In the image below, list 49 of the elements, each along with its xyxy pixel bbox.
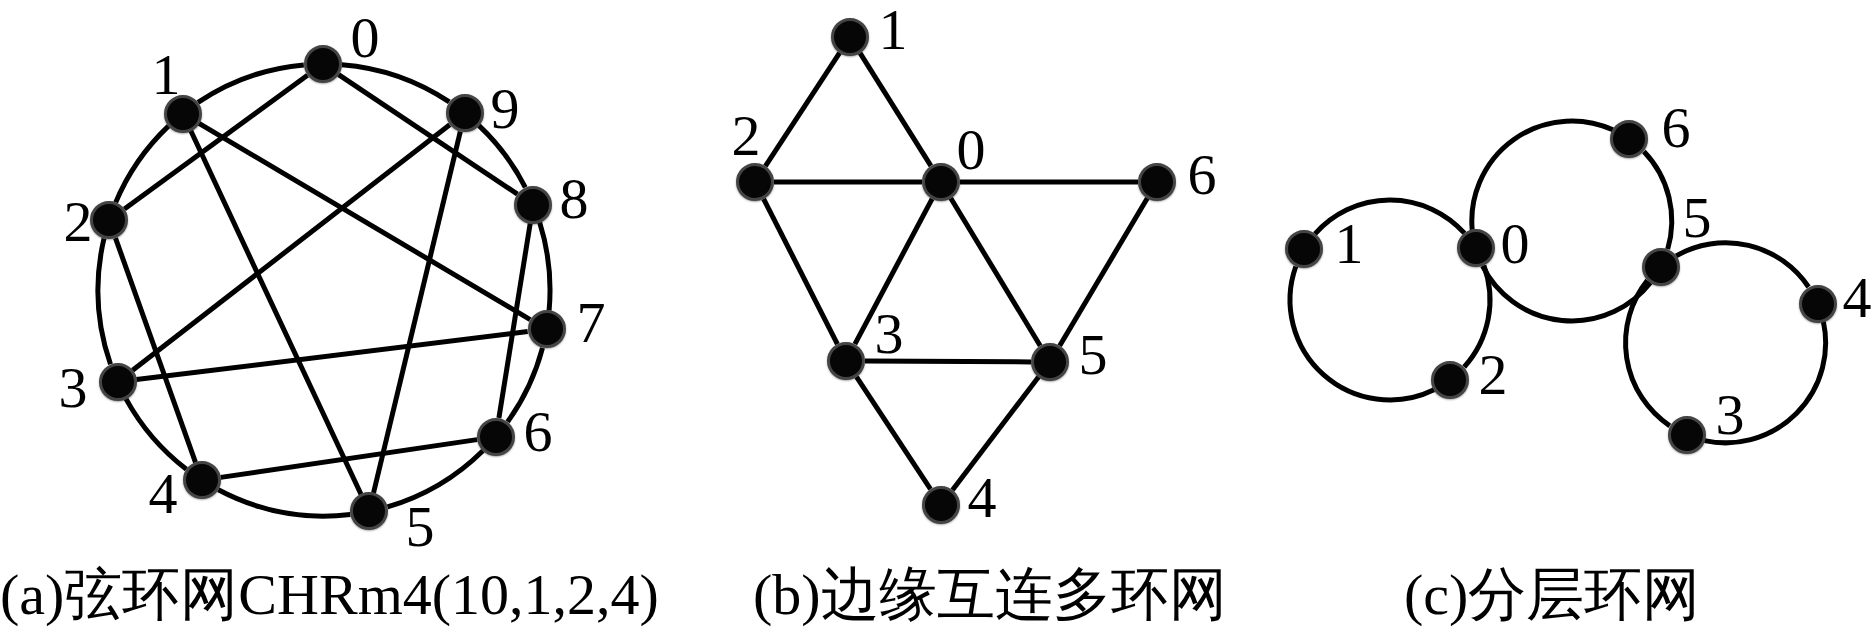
ring-arc	[1704, 321, 1829, 446]
node-number: 4	[967, 469, 997, 527]
node-number: 2	[731, 107, 761, 165]
node-number: 6	[523, 403, 553, 461]
ring-arc	[95, 238, 113, 365]
link-line	[122, 73, 309, 211]
link-line	[950, 375, 1041, 492]
ring-arc	[196, 62, 305, 105]
node-number: 8	[559, 170, 589, 228]
node-number: 2	[63, 193, 93, 251]
node-number: 6	[1661, 99, 1691, 157]
node-number: 6	[1187, 146, 1217, 204]
link-line	[960, 179, 1138, 185]
node-number: 5	[1682, 189, 1712, 247]
node-number: 4	[148, 465, 178, 523]
node-number: 7	[576, 294, 606, 352]
link-line	[131, 122, 452, 373]
node-number: 3	[1715, 386, 1745, 444]
node-number: 0	[1500, 215, 1530, 273]
link-line	[371, 131, 463, 494]
link-line	[136, 329, 528, 383]
ring-arc	[341, 62, 451, 105]
node-number: 0	[350, 9, 380, 67]
node-number: 1	[1334, 215, 1364, 273]
node-number: 9	[490, 80, 520, 138]
subfigure-caption: (a)弦环网CHRm4(10,1,2,4)	[0, 566, 659, 624]
node-number: 5	[1078, 326, 1108, 384]
node-number: 2	[1478, 346, 1508, 404]
link-line	[865, 358, 1031, 365]
ring-arc	[386, 448, 485, 510]
ring-arc	[505, 347, 545, 424]
node-number: 1	[878, 1, 908, 59]
node-number: 4	[1842, 269, 1872, 327]
link-line	[854, 375, 933, 491]
link-line	[858, 51, 933, 168]
link-line	[774, 179, 922, 185]
ring-arc	[1642, 149, 1675, 250]
node-number: 3	[874, 305, 904, 363]
link-line	[763, 51, 842, 168]
link-line	[496, 223, 533, 419]
subfigure-caption: (c)分层环网	[1404, 566, 1701, 624]
subfigure-caption: (b)边缘互连多环网	[753, 566, 1227, 624]
node-number: 5	[405, 498, 435, 556]
node-number: 0	[956, 121, 986, 179]
link-line	[337, 72, 519, 197]
node-number: 3	[58, 359, 88, 417]
node-number: 1	[151, 46, 181, 104]
ring-arc	[1313, 197, 1467, 236]
link-line	[220, 437, 478, 480]
